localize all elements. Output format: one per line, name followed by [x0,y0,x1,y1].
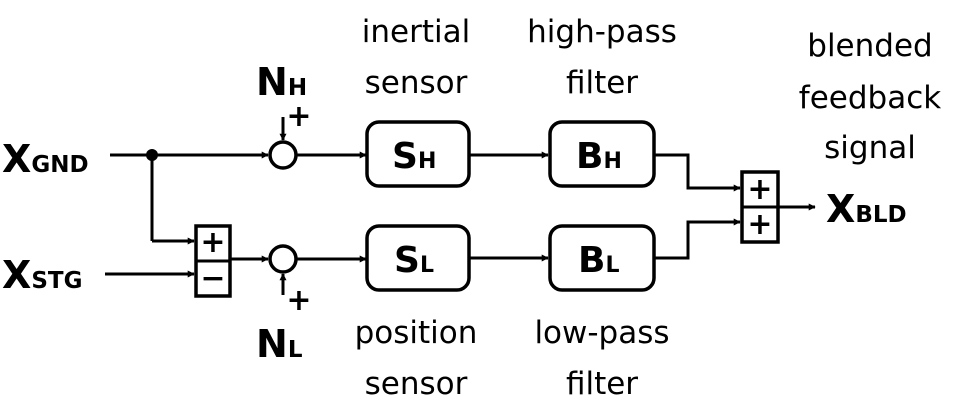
n-l-plus-sign: + [286,283,311,318]
sum-plus-bottom: + [747,207,772,242]
b-l-label: BL [578,240,619,281]
s-h-label: SH [392,136,436,177]
diff-plus-sign: + [200,225,225,260]
position-label-line1: position [355,315,478,351]
lowpass-label-line2: filter [566,366,638,402]
position-label-line2: sensor [365,366,468,402]
highpass-label-line2: filter [566,65,638,101]
inertial-label-line1: inertial [362,14,470,50]
b-h-label: BH [576,136,622,177]
n-h-label: NH [256,60,307,104]
n-l-label: NL [256,322,303,366]
blended-label-line3: signal [824,130,916,166]
n-h-plus-sign: + [286,99,311,134]
x-bld-label: XBLD [826,187,907,231]
blended-label-line1: blended [807,28,932,64]
sum-plus-top: + [747,172,772,207]
lowpass-label-line1: low-pass [534,315,669,351]
b-h-to-sum-wire [654,153,741,192]
n-l-summing-junction [268,244,298,274]
s-l-label: SL [394,240,434,281]
n-h-summing-junction [268,140,298,170]
b-l-to-sum-wire [654,218,741,260]
x-stg-label: XSTG [2,253,82,297]
diff-minus-sign: − [200,261,225,296]
x-gnd-label: XGND [2,137,89,181]
inertial-label-line2: sensor [365,65,468,101]
blended-label-line2: feedback [799,80,941,116]
highpass-label-line1: high-pass [527,14,677,50]
